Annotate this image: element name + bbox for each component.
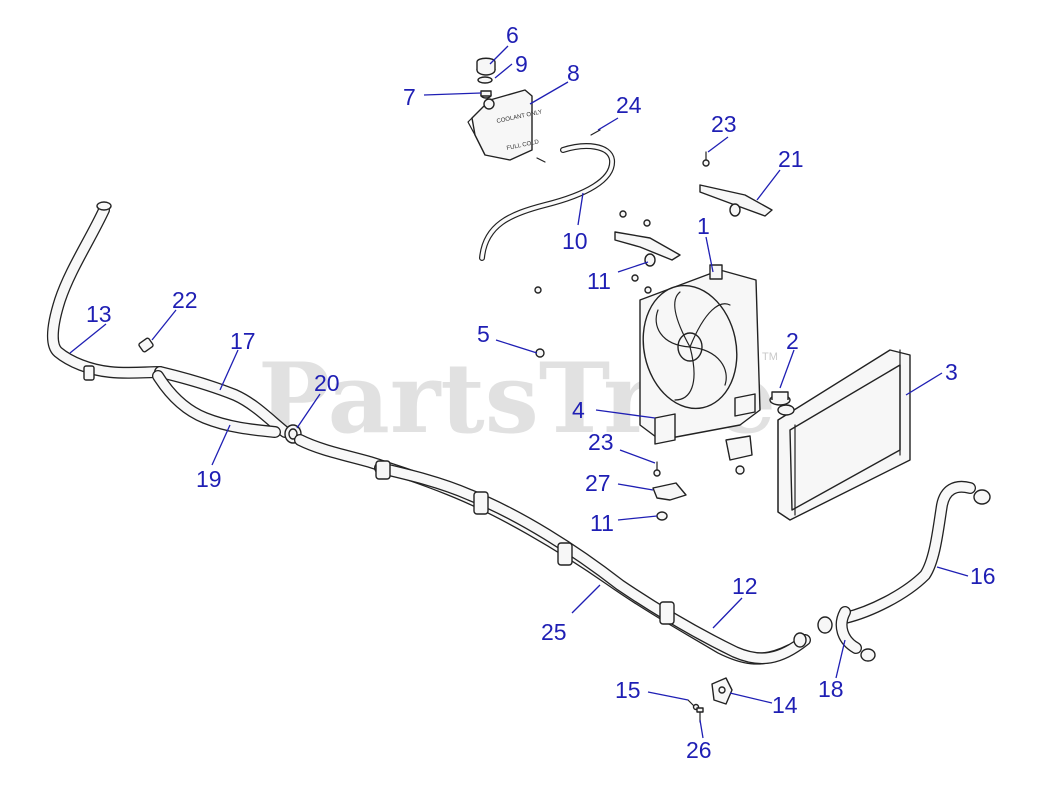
callout-1[interactable]: 1 <box>697 213 710 239</box>
tube-clip <box>375 460 391 480</box>
hose-16 <box>839 480 991 624</box>
callout-18[interactable]: 18 <box>818 676 844 702</box>
reservoir-8: COOLANT ONLY FULL COLD <box>467 89 543 161</box>
vent-hose-10 <box>479 143 616 261</box>
callout-13[interactable]: 13 <box>86 301 112 327</box>
callout-6[interactable]: 6 <box>506 22 519 48</box>
screw-26 <box>696 707 704 723</box>
tube-clip <box>659 601 675 625</box>
callout-17[interactable]: 17 <box>230 328 256 354</box>
bolt-23-upper <box>702 151 710 167</box>
callout-24[interactable]: 24 <box>616 92 642 118</box>
bracket-upper <box>614 231 681 261</box>
radiator-3 <box>777 349 911 521</box>
callout-23-lower[interactable]: 23 <box>588 429 614 455</box>
bolt <box>643 219 651 227</box>
callout-25[interactable]: 25 <box>541 619 567 645</box>
cap-6 <box>476 57 496 76</box>
bolt <box>631 274 639 282</box>
callout-3[interactable]: 3 <box>945 359 958 385</box>
callout-2[interactable]: 2 <box>786 328 799 354</box>
callout-12[interactable]: 12 <box>732 573 758 599</box>
callout-15[interactable]: 15 <box>615 677 641 703</box>
nut <box>534 286 542 294</box>
callout-16[interactable]: 16 <box>970 563 996 589</box>
tube-clip <box>557 542 573 566</box>
callout-26[interactable]: 26 <box>686 737 712 763</box>
callout-11-upper[interactable]: 11 <box>587 268 611 294</box>
fitting-24 <box>536 129 601 163</box>
callout-23-upper[interactable]: 23 <box>711 111 737 137</box>
bolt-23-lower <box>653 461 661 477</box>
bracket-lower-right <box>725 435 753 475</box>
hose-18 <box>793 606 876 662</box>
callout-11-lower[interactable]: 11 <box>590 510 614 536</box>
grommet-11-upper <box>644 253 656 267</box>
callout-7[interactable]: 7 <box>403 84 416 110</box>
bolt <box>619 210 627 218</box>
callout-8[interactable]: 8 <box>567 60 580 86</box>
hose-17 <box>154 366 291 438</box>
tube-clip <box>473 491 489 515</box>
plug-7 <box>480 90 492 99</box>
callout-19[interactable]: 19 <box>196 466 222 492</box>
grommet-11-lower <box>656 511 668 521</box>
bracket-27 <box>652 482 687 501</box>
callout-4[interactable]: 4 <box>572 397 585 423</box>
bolt <box>644 286 652 294</box>
bracket-21 <box>699 184 773 217</box>
fan-shroud-1 <box>639 264 761 441</box>
callout-20[interactable]: 20 <box>314 370 340 396</box>
hose-13 <box>47 201 166 381</box>
bracket-14 <box>711 677 733 705</box>
seal-9 <box>477 76 493 84</box>
callout-9[interactable]: 9 <box>515 51 528 77</box>
callout-14[interactable]: 14 <box>772 692 798 718</box>
nut-5 <box>535 348 545 358</box>
watermark-trademark: TM <box>762 351 778 363</box>
callout-10[interactable]: 10 <box>562 228 588 254</box>
callout-22[interactable]: 22 <box>172 287 198 313</box>
tube-12 <box>374 462 811 665</box>
hose-19 <box>152 370 281 438</box>
leader-lines <box>69 45 969 739</box>
callout-5[interactable]: 5 <box>477 321 490 347</box>
callout-27[interactable]: 27 <box>585 470 611 496</box>
shroud-4 <box>654 393 756 445</box>
radiator-cap-2 <box>769 391 791 406</box>
callout-21[interactable]: 21 <box>778 146 804 172</box>
fitting-22 <box>138 337 154 353</box>
